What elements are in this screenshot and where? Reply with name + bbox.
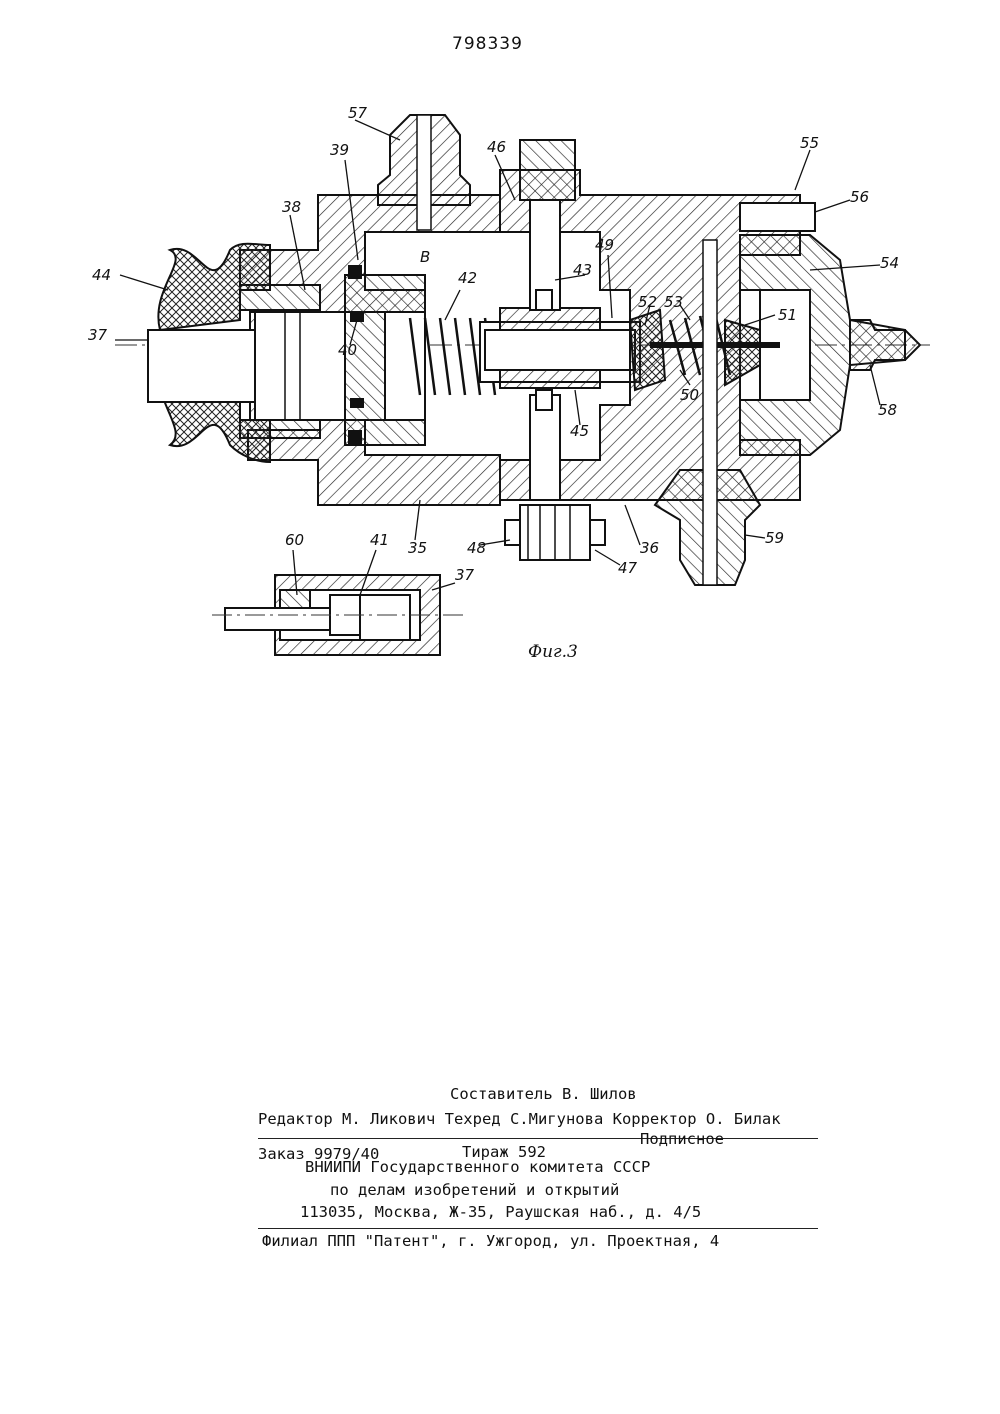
label-38: 38: [282, 198, 301, 216]
rod-37: [148, 330, 260, 402]
label-40: 40: [338, 341, 357, 359]
pin-43: [536, 290, 552, 310]
imprint-address: 113035, Москва, Ж-35, Раушская наб., д. …: [300, 1203, 701, 1221]
imprint-rule-2: [258, 1228, 818, 1229]
figure-caption: Фиг.3: [528, 642, 578, 662]
label-45: 45: [570, 422, 589, 440]
label-44: 44: [92, 266, 111, 284]
label-35: 35: [408, 539, 427, 557]
label-49: 49: [595, 236, 614, 254]
label-37: 37: [88, 326, 108, 344]
valve-51: [725, 320, 760, 385]
detail-view: [212, 575, 465, 655]
label-42: 42: [458, 269, 477, 287]
label-51: 51: [778, 306, 797, 324]
label-58: 58: [878, 401, 897, 419]
label-36: 36: [640, 539, 659, 557]
label-55: 55: [800, 134, 819, 152]
label-39: 39: [330, 141, 349, 159]
label-50: 50: [680, 386, 699, 404]
label-43: 43: [573, 261, 592, 279]
valve-seat-52: [630, 310, 665, 390]
imprint-org-line2: по делам изобретений и открытий: [330, 1181, 619, 1199]
technical-drawing: 57 39 46 55 56 38 B 42 43 49 54 44 52 53…: [0, 0, 1000, 700]
label-54: 54: [880, 254, 899, 272]
label-56: 56: [850, 188, 869, 206]
imprint-branch: Филиал ППП "Патент", г. Ужгород, ул. Про…: [262, 1232, 719, 1250]
label-59: 59: [765, 529, 784, 547]
label-46: 46: [487, 138, 506, 156]
label-57: 57: [348, 104, 368, 122]
imprint-editors: Редактор М. Ликович Техред С.Мигунова Ко…: [258, 1110, 781, 1128]
imprint-org-line1: ВНИИПИ Государственного комитета СССР: [305, 1158, 650, 1176]
label-53: 53: [664, 293, 683, 311]
label-52: 52: [638, 293, 657, 311]
label-37-detail: 37: [455, 566, 475, 584]
label-60: 60: [285, 531, 304, 549]
screw-56: [740, 203, 815, 231]
imprint-subscription: Подписное: [640, 1130, 724, 1148]
imprint-rule-1: [258, 1138, 818, 1139]
label-b: B: [420, 248, 430, 266]
label-41: 41: [370, 531, 389, 549]
imprint-compiler: Составитель В. Шилов: [450, 1085, 637, 1103]
label-48: 48: [467, 539, 486, 557]
label-47: 47: [618, 559, 638, 577]
